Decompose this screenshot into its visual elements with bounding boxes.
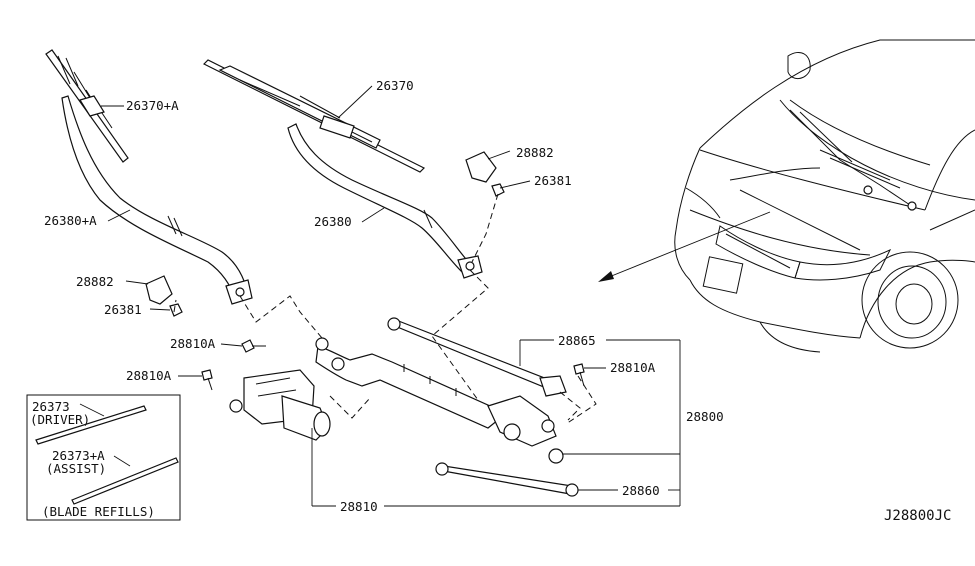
bolt-lower bbox=[178, 369, 213, 391]
label-26380: 26380 bbox=[314, 214, 352, 229]
label-28800: 28800 bbox=[686, 409, 724, 424]
refill-caption: (BLADE REFILLS) bbox=[42, 504, 155, 519]
label-28810a-upper: 28810A bbox=[170, 336, 216, 351]
label-26370: 26370 bbox=[376, 78, 414, 93]
assembly-lines bbox=[173, 193, 597, 425]
label-28810a-lower: 28810A bbox=[126, 368, 172, 383]
vehicle-illustration bbox=[674, 39, 975, 353]
wiper-arm-left bbox=[61, 95, 253, 305]
callout-brackets bbox=[311, 339, 681, 507]
refill-driver-code: 26373 bbox=[32, 399, 70, 414]
label-26381-right: 26381 bbox=[534, 173, 572, 188]
label-26370a: 26370+A bbox=[126, 98, 179, 113]
nut-left bbox=[149, 303, 183, 317]
label-28882-right: 28882 bbox=[516, 145, 554, 160]
label-26380a: 26380+A bbox=[44, 213, 97, 228]
bolt-right bbox=[573, 363, 606, 387]
diagram-code: J28800JC bbox=[884, 508, 951, 524]
linkage-assembly bbox=[315, 317, 579, 497]
refill-assist-code: 26373+A bbox=[52, 448, 105, 463]
pivot-cap-left bbox=[125, 275, 173, 305]
wiper-blade-left bbox=[45, 49, 129, 163]
label-28882-left: 28882 bbox=[76, 274, 114, 289]
pivot-cap-right bbox=[465, 150, 511, 183]
label-26381-left: 26381 bbox=[104, 302, 142, 317]
reference-arrow bbox=[598, 211, 771, 282]
nut-right bbox=[491, 180, 531, 197]
label-28865: 28865 bbox=[558, 333, 596, 348]
label-28810: 28810 bbox=[340, 499, 378, 514]
bolt-upper bbox=[220, 339, 266, 353]
label-28860: 28860 bbox=[622, 483, 660, 498]
wiper-arm-right bbox=[287, 123, 483, 279]
blade-refills-box bbox=[26, 394, 181, 521]
wiper-blade-right bbox=[202, 59, 426, 173]
label-28810a-right: 28810A bbox=[610, 360, 656, 375]
refill-assist-note: (ASSIST) bbox=[46, 461, 106, 476]
refill-driver-note: (DRIVER) bbox=[30, 412, 90, 427]
wiper-motor bbox=[229, 369, 331, 441]
